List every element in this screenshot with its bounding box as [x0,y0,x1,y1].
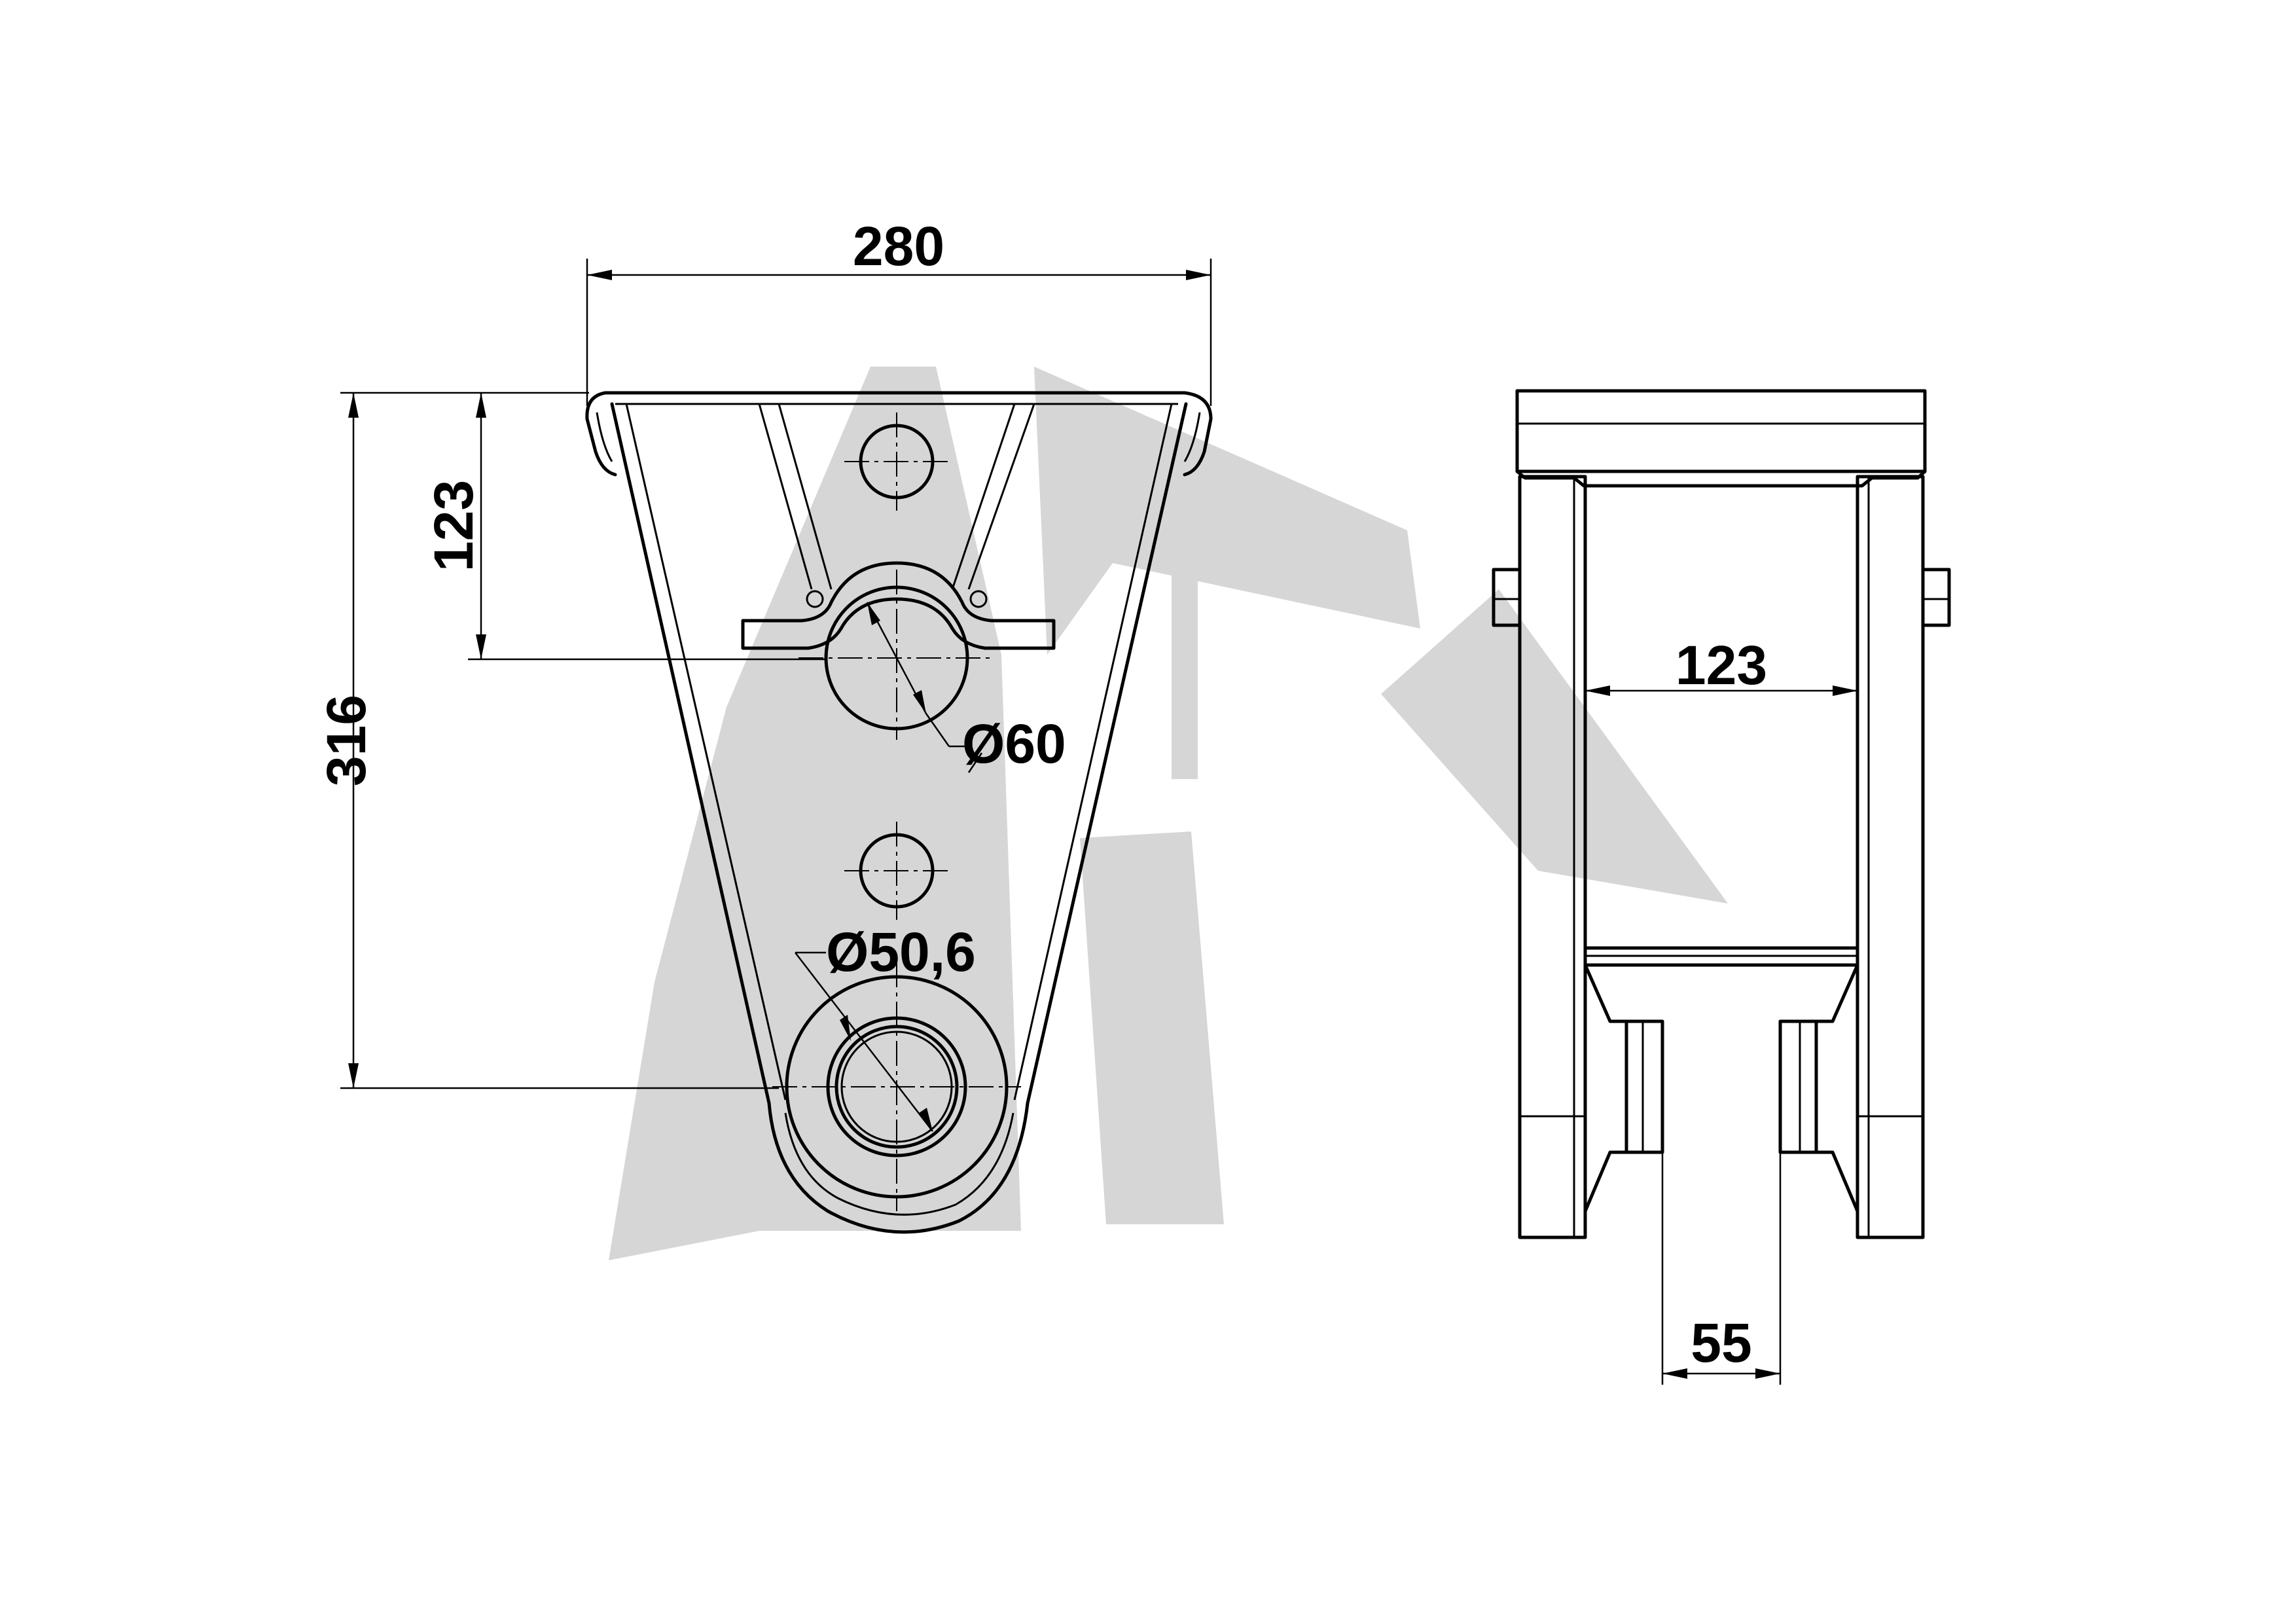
dim-inner-123: 123 [1676,634,1767,696]
dim-hole-d50-6: Ø50,6 [826,921,976,983]
dim-upper-123: 123 [423,480,484,572]
dim-width-280: 280 [853,215,944,277]
front-dimensions: 280 316 123 Ø60 Ø50,6 [315,215,1212,1132]
dim-height-316: 316 [315,695,377,786]
dim-hole-d60: Ø60 [962,713,1066,775]
side-dimensions: 123 55 [1585,634,1857,1385]
side-view [1492,389,1951,1239]
watermark-logo [609,367,1728,1260]
front-view [585,391,1213,1234]
dim-gap-55: 55 [1691,1312,1751,1374]
